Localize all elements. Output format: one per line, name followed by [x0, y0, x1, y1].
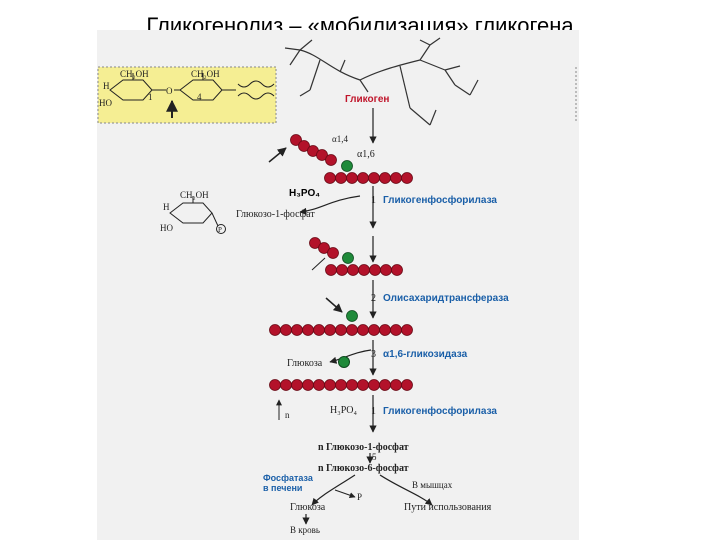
- free-glucose: [338, 356, 350, 368]
- chain-1: [290, 134, 413, 184]
- step-2-number: 2: [371, 293, 376, 304]
- glucose-final-label: Глюкоза: [290, 502, 326, 513]
- phosphatase-line-1: Фосфатаза: [263, 473, 314, 483]
- chain-3: [269, 310, 413, 336]
- arrow-to-glucose-final: [311, 474, 356, 506]
- glycogen-tree: [284, 37, 479, 126]
- chain-4: [269, 379, 413, 391]
- g1p-ch2oh: CH₂OH: [180, 190, 209, 200]
- glycogen-label: Гликоген: [345, 94, 389, 105]
- arrow-pi: [334, 489, 356, 499]
- ho-label: HO: [99, 98, 112, 108]
- carbon-1-label: 1: [148, 92, 153, 102]
- phosphate-p: P: [218, 226, 222, 234]
- product-g6p: n Глюкозо-6-фосфат: [318, 463, 409, 474]
- o-label: O: [166, 86, 173, 96]
- product-g1p: n Глюкозо-1-фосфат: [318, 442, 409, 453]
- arrow-to-usage: [379, 474, 433, 506]
- blood-label: В кровь: [290, 525, 320, 535]
- step-3-number: 3: [371, 349, 376, 360]
- h-label: H: [103, 81, 110, 91]
- enzyme-transferase: Олисахаридтрансфераза: [383, 292, 509, 304]
- arrow-to-glucose: [329, 349, 372, 364]
- g1p-h: H: [163, 202, 170, 212]
- glycosidic-structure: [109, 73, 275, 101]
- g1p-structure: [169, 196, 219, 227]
- n-label: n: [285, 410, 290, 420]
- step-1-number: 1: [371, 195, 376, 206]
- ch2oh-label-1: CH₂OH: [120, 69, 149, 79]
- enzyme-phosphorylase-2: Гликогенфосфорилаза: [383, 405, 497, 417]
- phosphatase-line-2: в печени: [263, 483, 302, 493]
- phosphorolysis-arrow-1: [268, 147, 287, 163]
- bond-a14-label: α1,4: [332, 134, 348, 144]
- transfer-arrow: [325, 297, 343, 313]
- enzyme-phosphorylase-1: Гликогенфосфорилаза: [383, 194, 497, 206]
- h3po4-label: H₃PO₄: [289, 188, 320, 199]
- enzyme-glucosidase: α1,6-гликозидаза: [383, 349, 468, 360]
- carbon-4-label: 4: [197, 92, 202, 102]
- chain-2: [309, 237, 403, 276]
- cut-mark: [311, 257, 326, 271]
- h3po4-label-2: H₃PO₄: [330, 405, 357, 416]
- usage-label: Пути использования: [404, 502, 492, 513]
- step-1b-number: 1: [371, 406, 376, 417]
- g1p-label: Глюкозо-1-фосфат: [236, 209, 315, 220]
- glucose-label: Глюкоза: [287, 358, 323, 369]
- ch2oh-label-2: CH₂OH: [191, 69, 220, 79]
- arrow-to-g1p: [299, 195, 361, 215]
- g1p-ho: HO: [160, 223, 173, 233]
- bond-a16-label: α1,6: [357, 149, 375, 160]
- pi-label: P: [357, 492, 362, 502]
- step-5-number: 5: [372, 452, 377, 462]
- muscles-label: В мышцах: [412, 480, 453, 490]
